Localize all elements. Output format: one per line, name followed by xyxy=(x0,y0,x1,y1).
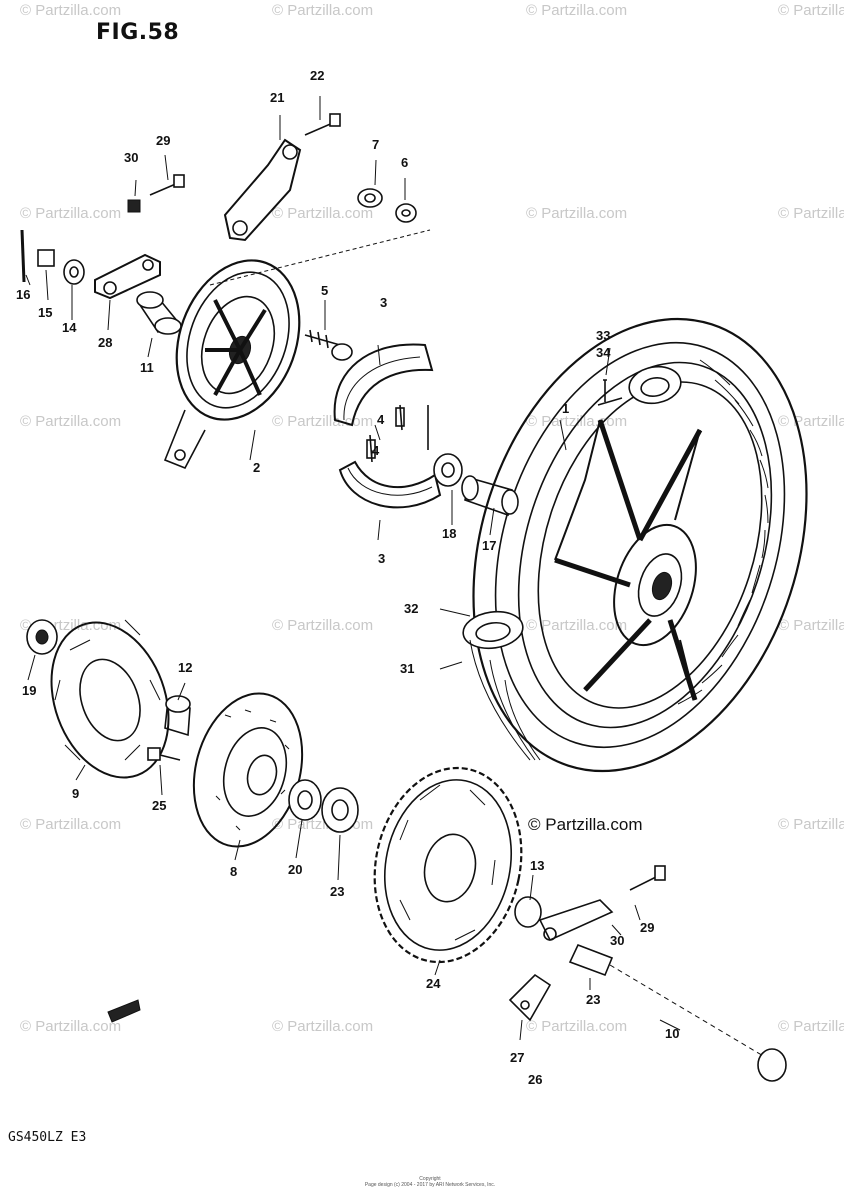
callout-32[interactable]: 32 xyxy=(404,601,418,616)
front-arrow-icon xyxy=(107,999,141,1023)
callout-26[interactable]: 26 xyxy=(528,1072,542,1087)
callout-9[interactable]: 9 xyxy=(72,786,79,801)
cam-5[interactable] xyxy=(304,329,353,361)
callout-7[interactable]: 7 xyxy=(372,137,379,152)
watermark: © Partzilla.com xyxy=(20,816,122,833)
axle-10[interactable] xyxy=(609,964,787,1082)
watermark: © Partzilla.com xyxy=(272,2,374,19)
callout-20[interactable]: 20 xyxy=(288,862,302,877)
watermark: © Partzilla.com xyxy=(20,205,122,222)
watermark: © Partzilla.com xyxy=(272,205,374,222)
chain-adjuster-27[interactable] xyxy=(538,899,614,942)
sleeve-23b[interactable] xyxy=(568,943,614,977)
bolt-22[interactable] xyxy=(304,113,341,136)
watermark: © Partzilla.com xyxy=(526,617,628,634)
watermark: © Partzilla.com xyxy=(778,816,844,833)
washer-14[interactable] xyxy=(63,259,85,285)
bearing-20[interactable] xyxy=(288,779,322,821)
brake-panel[interactable] xyxy=(155,243,320,470)
callout-6[interactable]: 6 xyxy=(401,155,408,170)
nut-15[interactable] xyxy=(37,249,55,267)
watermark: © Partzilla.com xyxy=(778,617,844,634)
brake-shoes[interactable] xyxy=(333,343,442,509)
callout-5[interactable]: 5 xyxy=(321,283,328,298)
callout-8[interactable]: 8 xyxy=(230,864,237,879)
torque-link-21[interactable] xyxy=(223,138,302,242)
bolt-29[interactable] xyxy=(149,174,185,196)
nut-30[interactable] xyxy=(127,199,141,213)
callout-31[interactable]: 31 xyxy=(400,661,414,676)
watermark: © Partzilla.com xyxy=(20,413,122,430)
spacer-17[interactable] xyxy=(461,475,519,517)
callout-22[interactable]: 22 xyxy=(310,68,324,83)
callout-12[interactable]: 12 xyxy=(178,660,192,675)
figure-title: FIG.58 xyxy=(96,20,180,45)
copyright-line1: Copyright xyxy=(419,1176,441,1182)
watermark: © Partzilla.com xyxy=(526,1018,628,1035)
callout-21[interactable]: 21 xyxy=(270,90,284,105)
cam-lever-28[interactable] xyxy=(94,253,161,300)
callout-29[interactable]: 29 xyxy=(640,920,654,935)
watermark: © Partzilla.com xyxy=(20,1018,122,1035)
callout-4[interactable]: 4 xyxy=(372,443,380,458)
callout-2[interactable]: 2 xyxy=(253,460,260,475)
bearing-18[interactable] xyxy=(433,453,463,487)
nut-6[interactable] xyxy=(395,203,417,223)
cotter-pin-16[interactable] xyxy=(20,229,26,283)
rear-wheel-tire[interactable] xyxy=(418,276,844,815)
bolt-29b[interactable] xyxy=(629,865,666,891)
callout-23[interactable]: 23 xyxy=(586,992,600,1007)
watermark: © Partzilla.com xyxy=(778,2,844,19)
copyright-line2: Page design (c) 2004 - 2017 by ARI Netwo… xyxy=(364,1182,496,1188)
bushing-12[interactable] xyxy=(164,695,191,737)
callout-28[interactable]: 28 xyxy=(98,335,112,350)
callout-25[interactable]: 25 xyxy=(152,798,166,813)
callout-30[interactable]: 30 xyxy=(124,150,138,165)
callout-11[interactable]: 11 xyxy=(140,360,154,375)
callout-27[interactable]: 27 xyxy=(510,1050,524,1065)
callout-17[interactable]: 17 xyxy=(482,538,496,553)
callout-10[interactable]: 10 xyxy=(665,1026,679,1041)
model-code: GS450LZ E3 xyxy=(8,1130,87,1145)
watermark: © Partzilla.com xyxy=(778,205,844,222)
watermark: © Partzilla.com xyxy=(20,2,122,19)
washer-7[interactable] xyxy=(357,188,383,208)
callout-16[interactable]: 16 xyxy=(16,287,30,302)
cush-drive-rubber-9[interactable] xyxy=(31,606,189,794)
callout-24[interactable]: 24 xyxy=(426,976,441,991)
callout-34[interactable]: 34 xyxy=(596,345,611,360)
watermark: © Partzilla.com xyxy=(526,205,628,222)
callout-3[interactable]: 3 xyxy=(378,551,385,566)
spacer-13[interactable] xyxy=(514,896,542,928)
callout-4[interactable]: 4 xyxy=(377,412,385,427)
rear-sprocket-24[interactable] xyxy=(357,754,539,976)
callout-1[interactable]: 1 xyxy=(562,401,569,416)
sprocket-drum-8[interactable] xyxy=(178,681,319,859)
callout-30[interactable]: 30 xyxy=(610,933,624,948)
oil-seal-23[interactable] xyxy=(321,787,359,833)
bolt-25[interactable] xyxy=(147,747,181,761)
callout-13[interactable]: 13 xyxy=(530,858,544,873)
watermark: © Partzilla.com xyxy=(526,2,628,19)
callout-18[interactable]: 18 xyxy=(442,526,456,541)
callout-33[interactable]: 33 xyxy=(596,328,610,343)
callout-14[interactable]: 14 xyxy=(62,320,77,335)
callout-3[interactable]: 3 xyxy=(380,295,387,310)
copyright-footer: Copyright Page design (c) 2004 - 2017 by… xyxy=(340,1176,520,1188)
spacer-11[interactable] xyxy=(136,291,182,335)
watermark: © Partzilla.com xyxy=(272,413,374,430)
watermark: © Partzilla.com xyxy=(778,1018,844,1035)
featured-watermark: © Partzilla.com xyxy=(528,815,643,834)
callout-23[interactable]: 23 xyxy=(330,884,344,899)
callout-29[interactable]: 29 xyxy=(156,133,170,148)
callout-15[interactable]: 15 xyxy=(38,305,52,320)
callout-19[interactable]: 19 xyxy=(22,683,36,698)
bearing-19[interactable] xyxy=(26,619,58,655)
watermark: © Partzilla.com xyxy=(272,1018,374,1035)
adjuster-plate-27b[interactable] xyxy=(508,973,552,1022)
watermark: © Partzilla.com xyxy=(272,617,374,634)
